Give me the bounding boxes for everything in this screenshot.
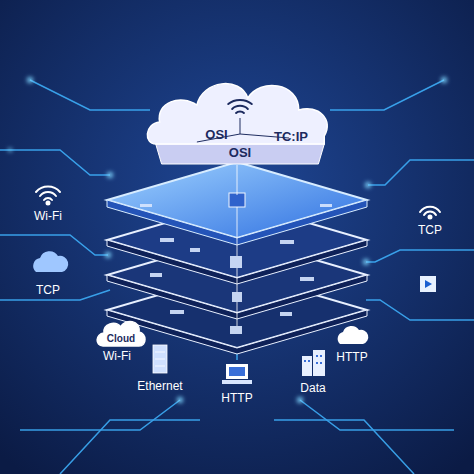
wifi-icon [36, 187, 60, 205]
icon-label: TCP [418, 223, 442, 237]
circuit-lines [0, 80, 474, 474]
icon-label: HTTP [336, 350, 367, 364]
server-icon [153, 345, 167, 373]
building-icon [302, 350, 325, 376]
chip-marks [140, 193, 332, 334]
node-label: OSI [229, 145, 251, 160]
glow-dots [8, 77, 447, 403]
icon-label: Wi-Fi [34, 209, 62, 223]
computer-icon [222, 364, 252, 384]
wifi-symbol [228, 100, 252, 113]
cloud-base [156, 144, 325, 164]
riser-lines [237, 165, 238, 326]
icon-label: Wi-Fi [103, 349, 131, 363]
signal-icon [420, 207, 440, 219]
icon-label: HTTP [221, 391, 252, 405]
cloud-icon [338, 326, 369, 344]
play-icon [420, 276, 436, 292]
cloud-shape [147, 84, 327, 144]
node-label: OSI [205, 127, 227, 142]
icon-label: TCP [36, 283, 60, 297]
cloud-shape [97, 321, 145, 346]
icon-label: Data [300, 381, 325, 395]
node-label: TC:IP [274, 129, 308, 144]
cloud-icon-box: Cloud [95, 318, 147, 348]
play-icon-mark [425, 280, 432, 288]
osi-cloud: OSIOSI TC:IP [142, 72, 338, 172]
cloud-icon [33, 251, 68, 272]
layer-plates [107, 162, 367, 354]
icon-label: Ethernet [137, 379, 182, 393]
node-label: Cloud [107, 333, 135, 344]
